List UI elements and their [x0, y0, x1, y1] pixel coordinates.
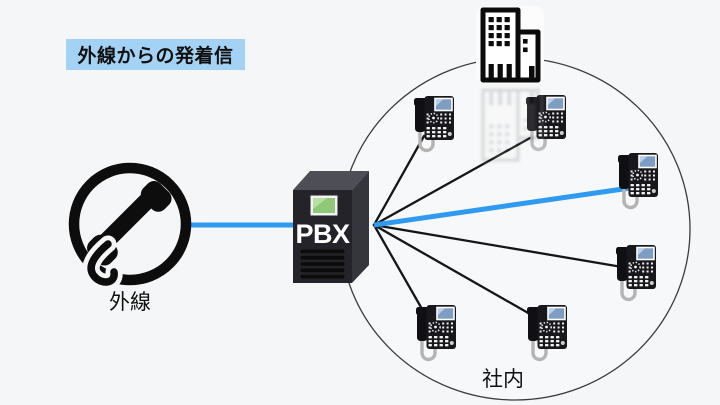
internal-zone-label: 社内 — [482, 368, 524, 391]
page-title: 外線からの発着信 — [77, 46, 234, 67]
phone-handset-circle-icon — [68, 162, 192, 291]
building-reflection — [476, 86, 544, 164]
title-badge: 外線からの発着信 — [66, 39, 245, 70]
line-pbx-phone-3 — [373, 185, 631, 228]
phone-cord — [87, 240, 118, 286]
active-call-path — [187, 185, 631, 228]
line-pbx-phone-1 — [372, 134, 426, 227]
server-vents — [300, 249, 345, 279]
external-line-label: 外線 — [109, 291, 151, 314]
line-pbx-phone-4 — [372, 223, 630, 270]
server-tower-icon — [293, 171, 369, 283]
pbx-label: PBX — [295, 219, 350, 249]
line-pbx-phone-6 — [372, 223, 539, 320]
line-pbx-phone-5 — [372, 223, 428, 318]
